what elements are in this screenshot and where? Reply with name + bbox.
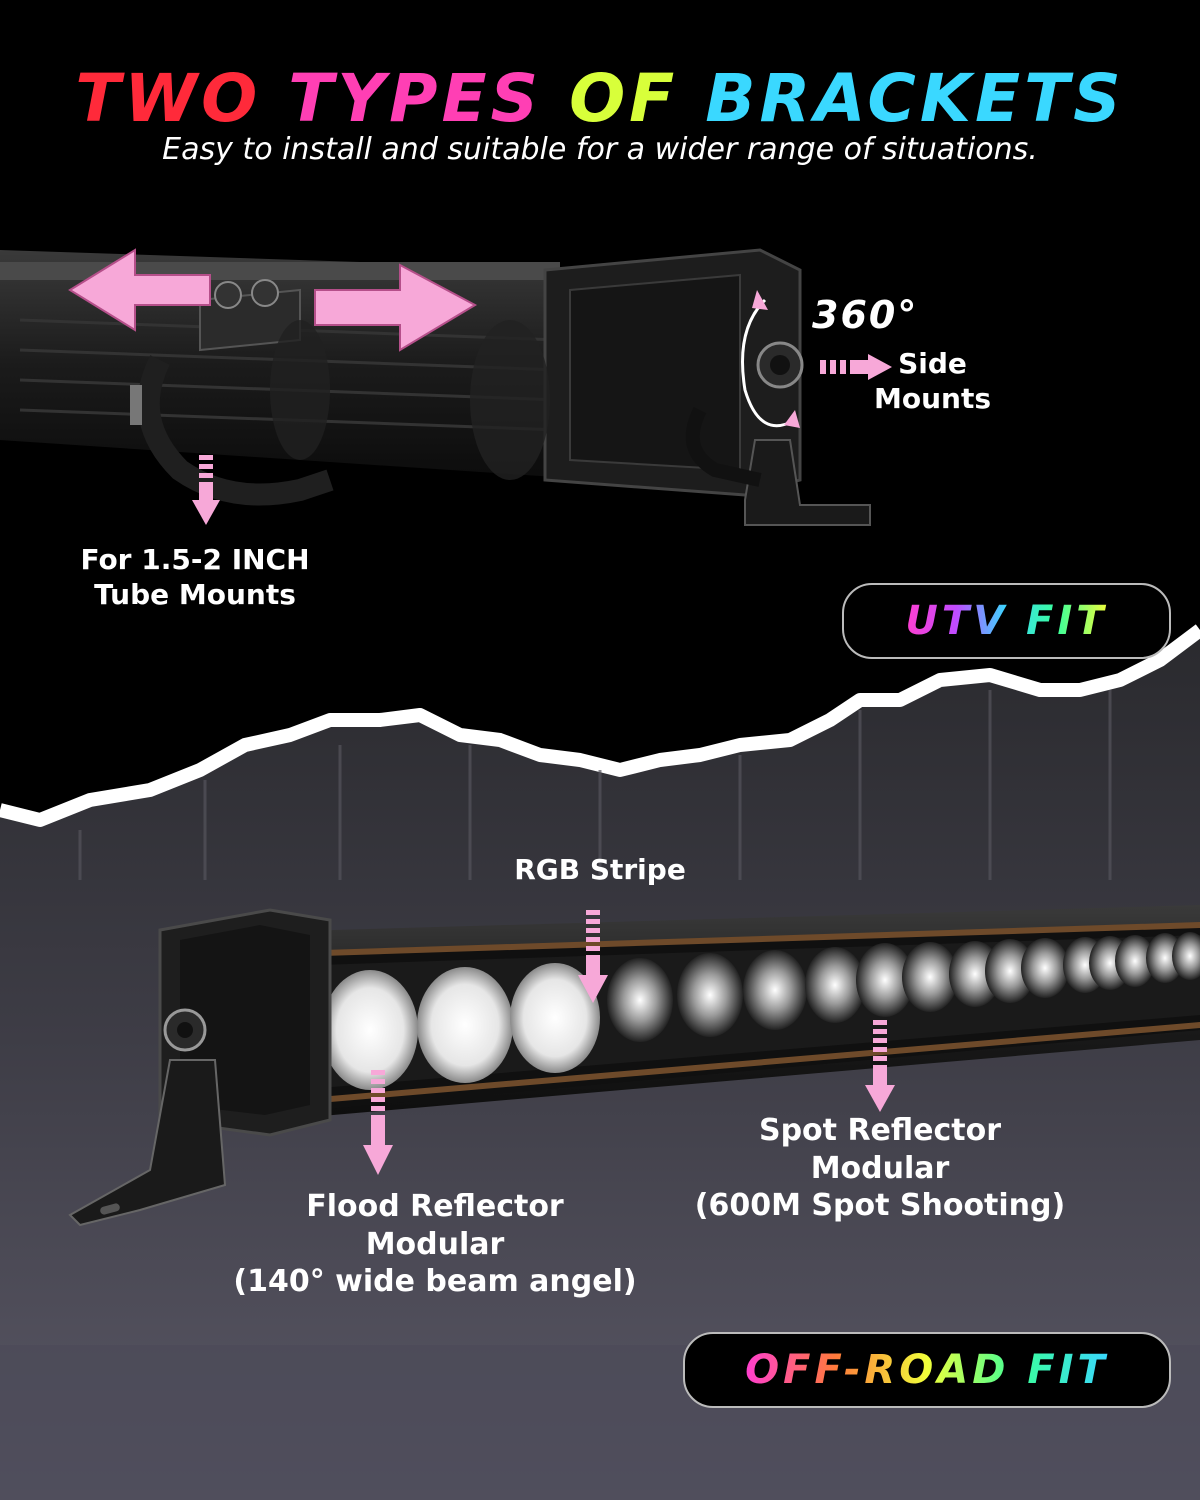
spot-line: (600M Spot Shooting) <box>694 1188 1066 1223</box>
utv-fit-badge: UTV FIT <box>842 583 1171 659</box>
flood-line: (140° wide beam angel) <box>233 1264 637 1299</box>
spot-line: Modular <box>810 1150 950 1186</box>
headline-word: TWO <box>75 60 262 137</box>
flood-line: Flood Reflector <box>306 1189 564 1224</box>
side-mounts-line: Mounts <box>873 382 992 415</box>
off-road-fit-text: OFF-ROAD FIT <box>745 1347 1109 1393</box>
tube-mounts-line: Tube Mounts <box>94 578 296 611</box>
off-road-fit-badge: OFF-ROAD FIT <box>683 1332 1171 1408</box>
rgb-arrow <box>578 910 608 1003</box>
headline: TWO TYPES OF BRACKETS <box>0 60 1200 137</box>
tube-mounts-line: For 1.5-2 INCH <box>80 543 310 576</box>
headline-word: TYPES <box>288 60 543 137</box>
flood-reflector-label: Flood Reflector Modular (140° wide beam … <box>215 1188 655 1301</box>
headline-word: OF <box>569 60 679 137</box>
lower-light-bar <box>68 905 1200 1227</box>
slide-arrows <box>68 248 478 352</box>
utv-fit-text: UTV FIT <box>905 598 1108 644</box>
torn-edge <box>0 624 1200 827</box>
spot-line: Spot Reflector <box>758 1113 1002 1148</box>
flood-line: Modular <box>365 1226 505 1262</box>
tube-mounts-label: For 1.5-2 INCH Tube Mounts <box>70 542 320 612</box>
rotation-arc <box>741 298 796 428</box>
rgb-stripe-label: RGB Stripe <box>514 853 686 886</box>
side-mount-arrow <box>820 354 892 380</box>
side-mounts-label: Side Mounts <box>870 346 995 416</box>
headline-word: BRACKETS <box>705 60 1125 137</box>
side-mounts-line: Side <box>898 347 967 380</box>
tube-mount-arrow <box>192 455 220 525</box>
subtitle: Easy to install and suitable for a wider… <box>162 132 1038 167</box>
rotation-label: 360° <box>812 293 919 337</box>
flood-arrow <box>363 1070 393 1175</box>
spot-reflector-label: Spot Reflector Modular (600M Spot Shooti… <box>680 1112 1080 1225</box>
spot-arrow <box>865 1020 895 1112</box>
